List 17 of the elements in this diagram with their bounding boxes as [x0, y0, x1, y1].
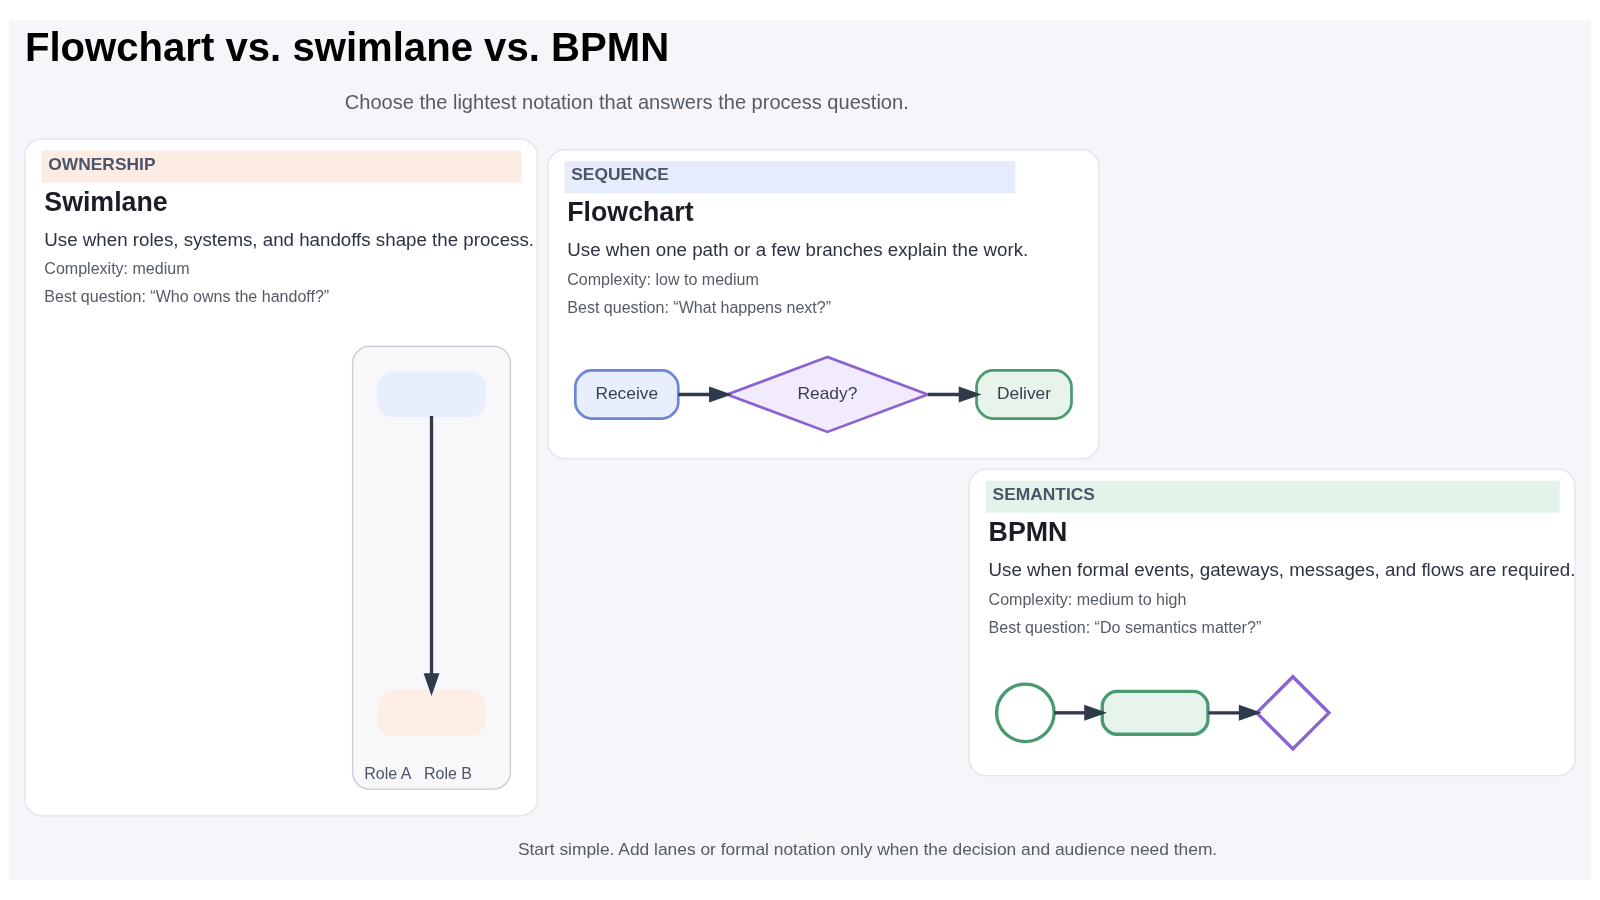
- node-circle: [994, 682, 1056, 744]
- arrow: [678, 386, 732, 403]
- node-box: Receive: [573, 369, 680, 420]
- diagram-title: Flowchart vs. swimlane vs. BPMN: [24, 25, 670, 71]
- arrow: [1054, 704, 1107, 721]
- cluster: SEMANTICS BPMN Use when formal events, gateways, messages, and flows are required. Complexity: medium to high Best question: “Do semantics matter?”: [968, 468, 1576, 777]
- node-diamond: [1254, 674, 1332, 752]
- node-box: [377, 371, 487, 418]
- label: Choose the lightest notation that answers the process question.: [344, 90, 909, 113]
- node-box: [377, 689, 487, 736]
- caption: Start simple. Add lanes or formal notation only when the decision and audience need them.: [517, 839, 1218, 860]
- cluster: Role A Role B: [351, 345, 512, 790]
- arrow: [928, 386, 982, 403]
- arrow: [423, 416, 440, 697]
- node-box: [1100, 689, 1210, 736]
- arrow: [1208, 704, 1262, 721]
- node-box: Deliver: [975, 369, 1073, 420]
